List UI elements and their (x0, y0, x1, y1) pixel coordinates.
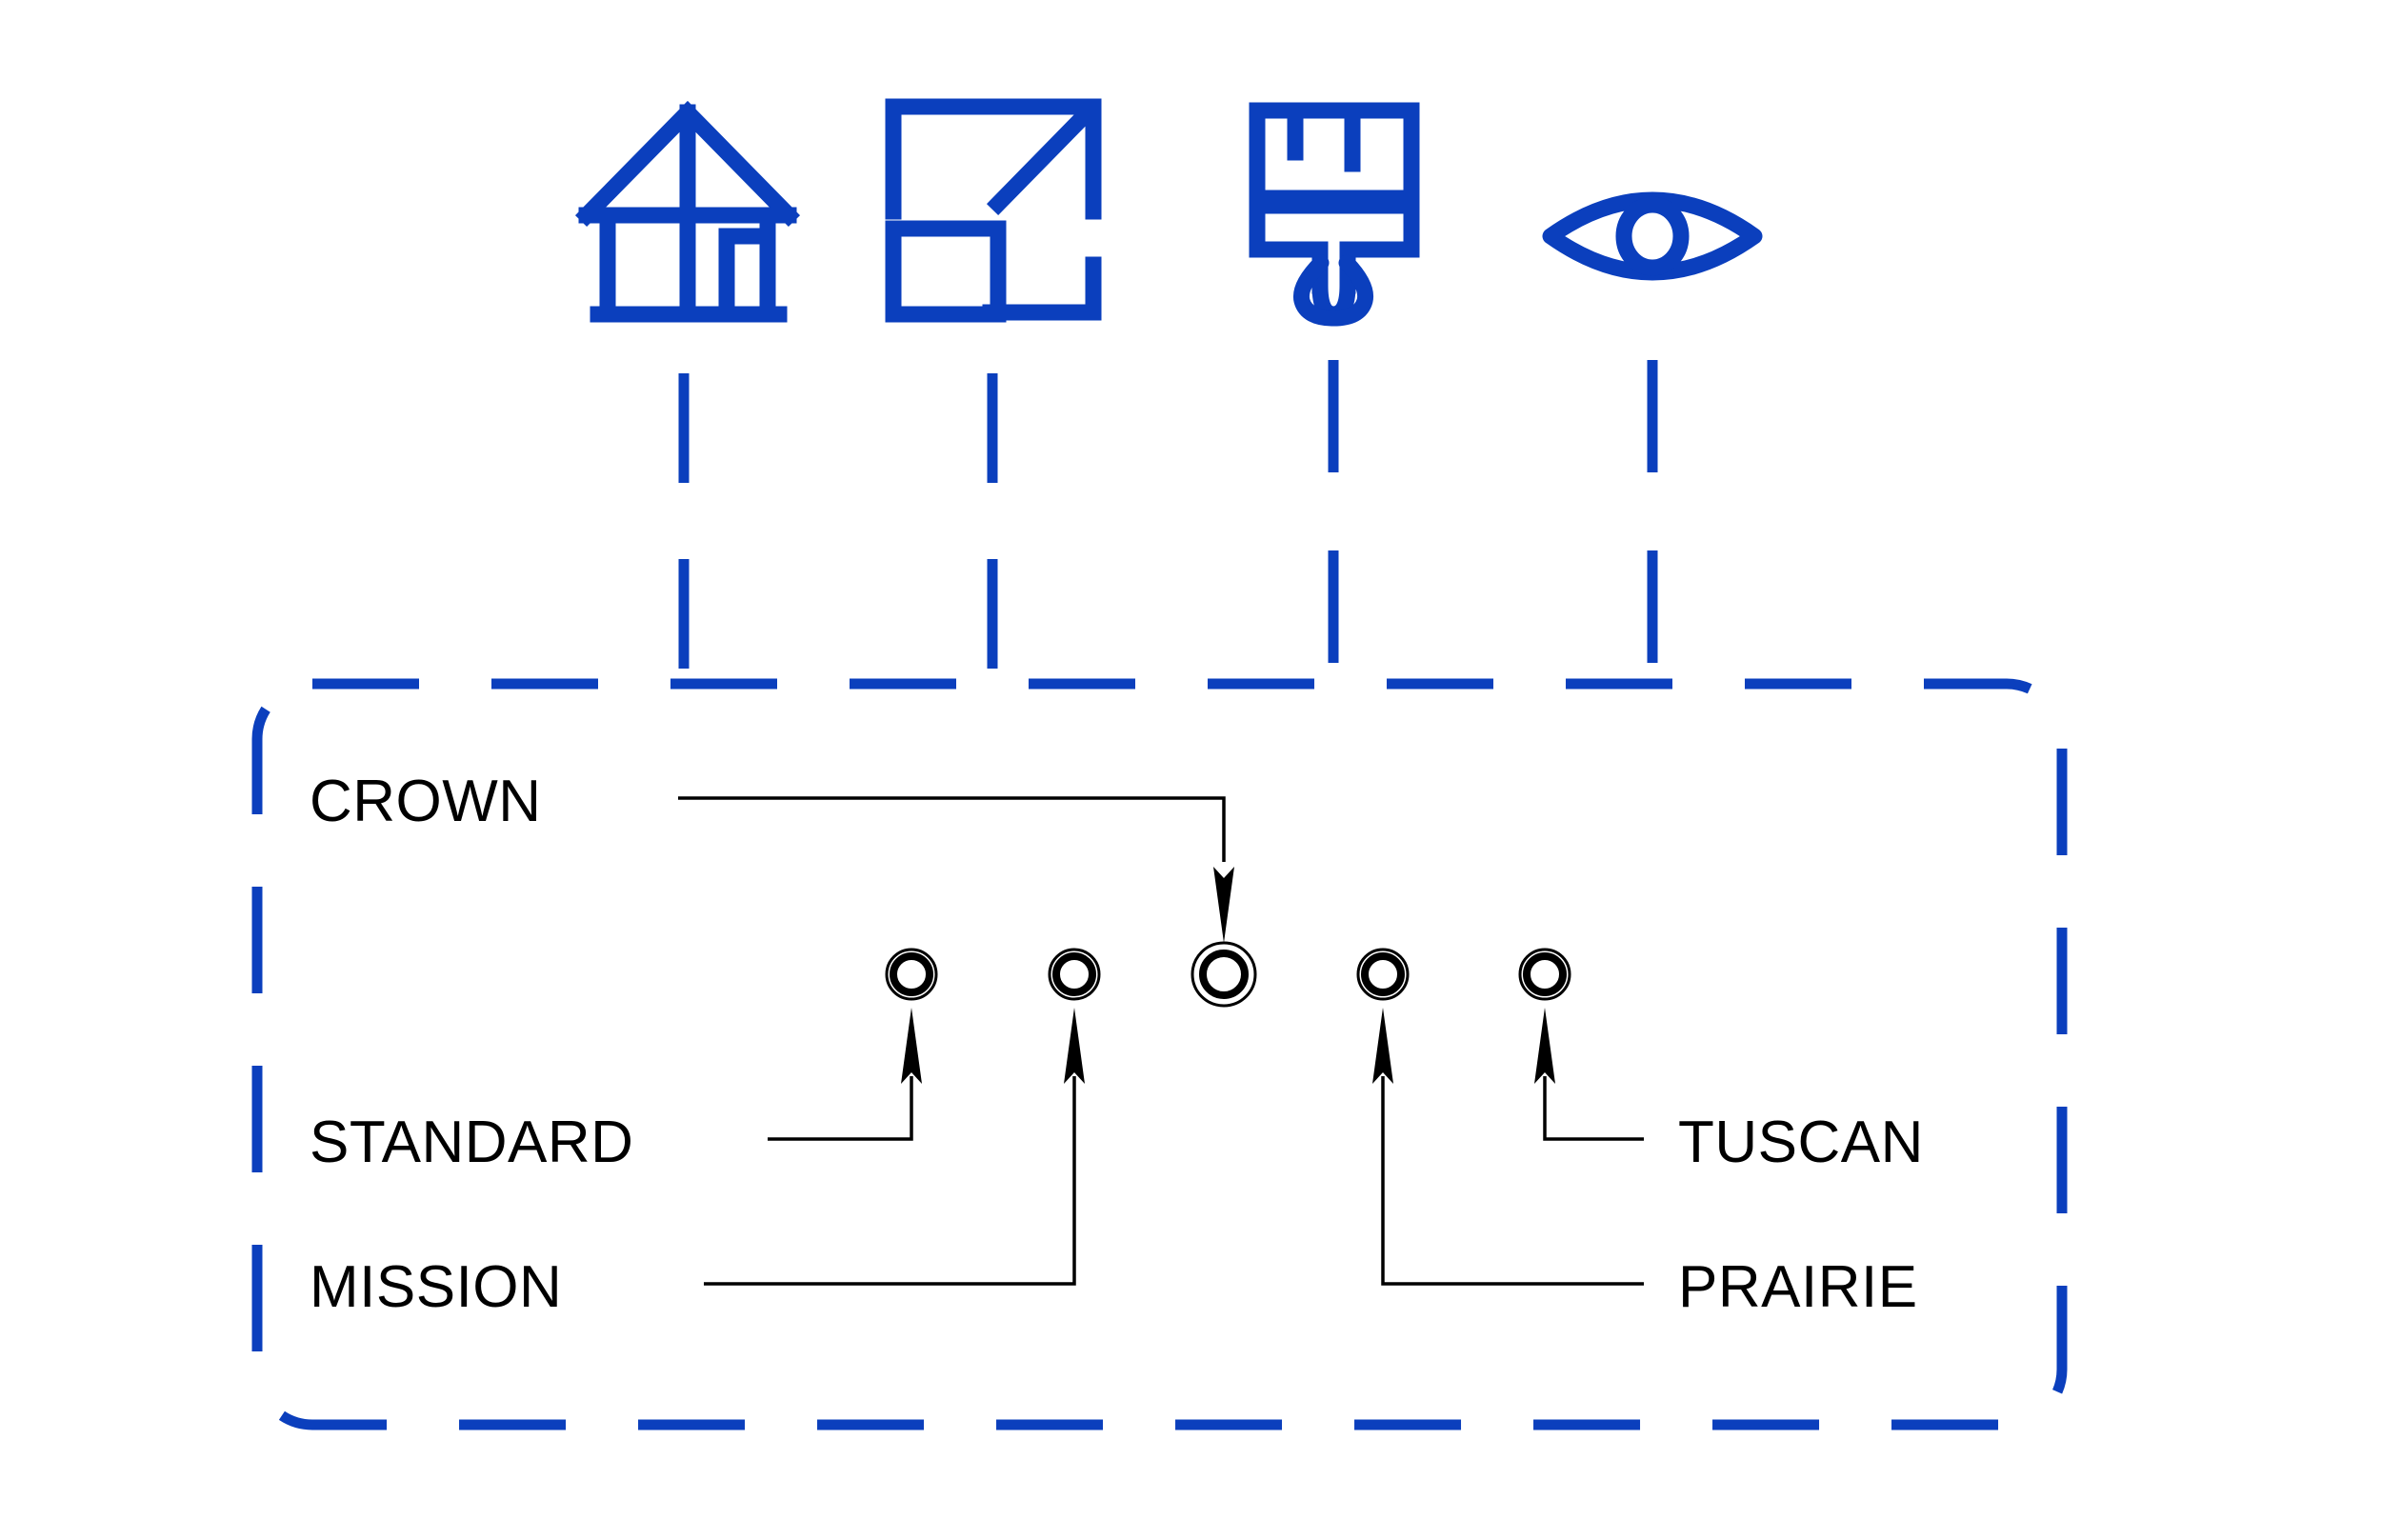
leader-mission (704, 1076, 1076, 1286)
callout-label-mission: MISSION (310, 1254, 562, 1320)
arrowhead-mission (1064, 1008, 1085, 1084)
tuscan-marker[interactable] (1518, 948, 1571, 1001)
leader-lines (678, 796, 1644, 1286)
mission-marker[interactable] (1048, 948, 1101, 1001)
house-icon[interactable] (574, 100, 801, 323)
eye-icon[interactable] (1542, 191, 1763, 281)
callout-label-prairie: PRAIRIE (1678, 1254, 1918, 1320)
leader-crown (678, 796, 1226, 862)
prairie-marker[interactable] (1356, 948, 1410, 1001)
arrowhead-crown (1213, 867, 1234, 943)
ring-markers (885, 941, 1571, 1008)
callout-label-tuscan: TUSCAN (1678, 1110, 1924, 1175)
leader-arrowheads (901, 867, 1555, 1084)
callout-label-standard: STANDARD (310, 1110, 633, 1175)
standard-marker[interactable] (885, 948, 938, 1001)
expand-icon[interactable] (885, 98, 1102, 323)
leader-tuscan (1543, 1076, 1644, 1141)
paintbrush-bristle-tip (1292, 254, 1374, 327)
leader-prairie (1381, 1076, 1644, 1286)
leader-standard (768, 1076, 913, 1141)
dashed-connectors (678, 360, 1658, 680)
arrowhead-prairie (1372, 1008, 1393, 1084)
paintbrush-icon[interactable] (1249, 102, 1420, 323)
crown-marker[interactable] (1190, 941, 1257, 1008)
callout-label-crown: CROWN (310, 769, 542, 834)
arrowhead-tuscan (1534, 1008, 1555, 1084)
arrowhead-standard (901, 1008, 922, 1084)
